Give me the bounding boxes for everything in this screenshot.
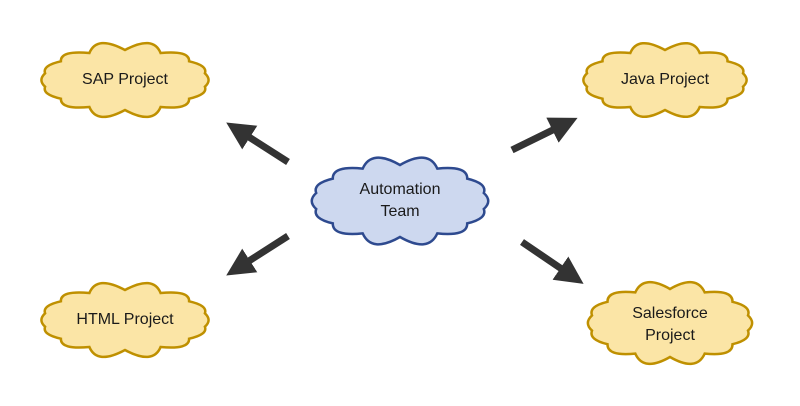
sap-project-cloud	[40, 41, 210, 119]
java-project-cloud	[582, 42, 748, 118]
arrow-to-html-project	[226, 233, 290, 276]
html-project-cloud	[40, 281, 210, 359]
arrow-to-sap-project	[226, 122, 290, 165]
arrow-to-salesforce-project	[520, 239, 584, 284]
automation-team-cloud	[310, 156, 490, 246]
arrow-to-java-project	[510, 117, 578, 154]
salesforce-project-cloud	[586, 281, 754, 365]
